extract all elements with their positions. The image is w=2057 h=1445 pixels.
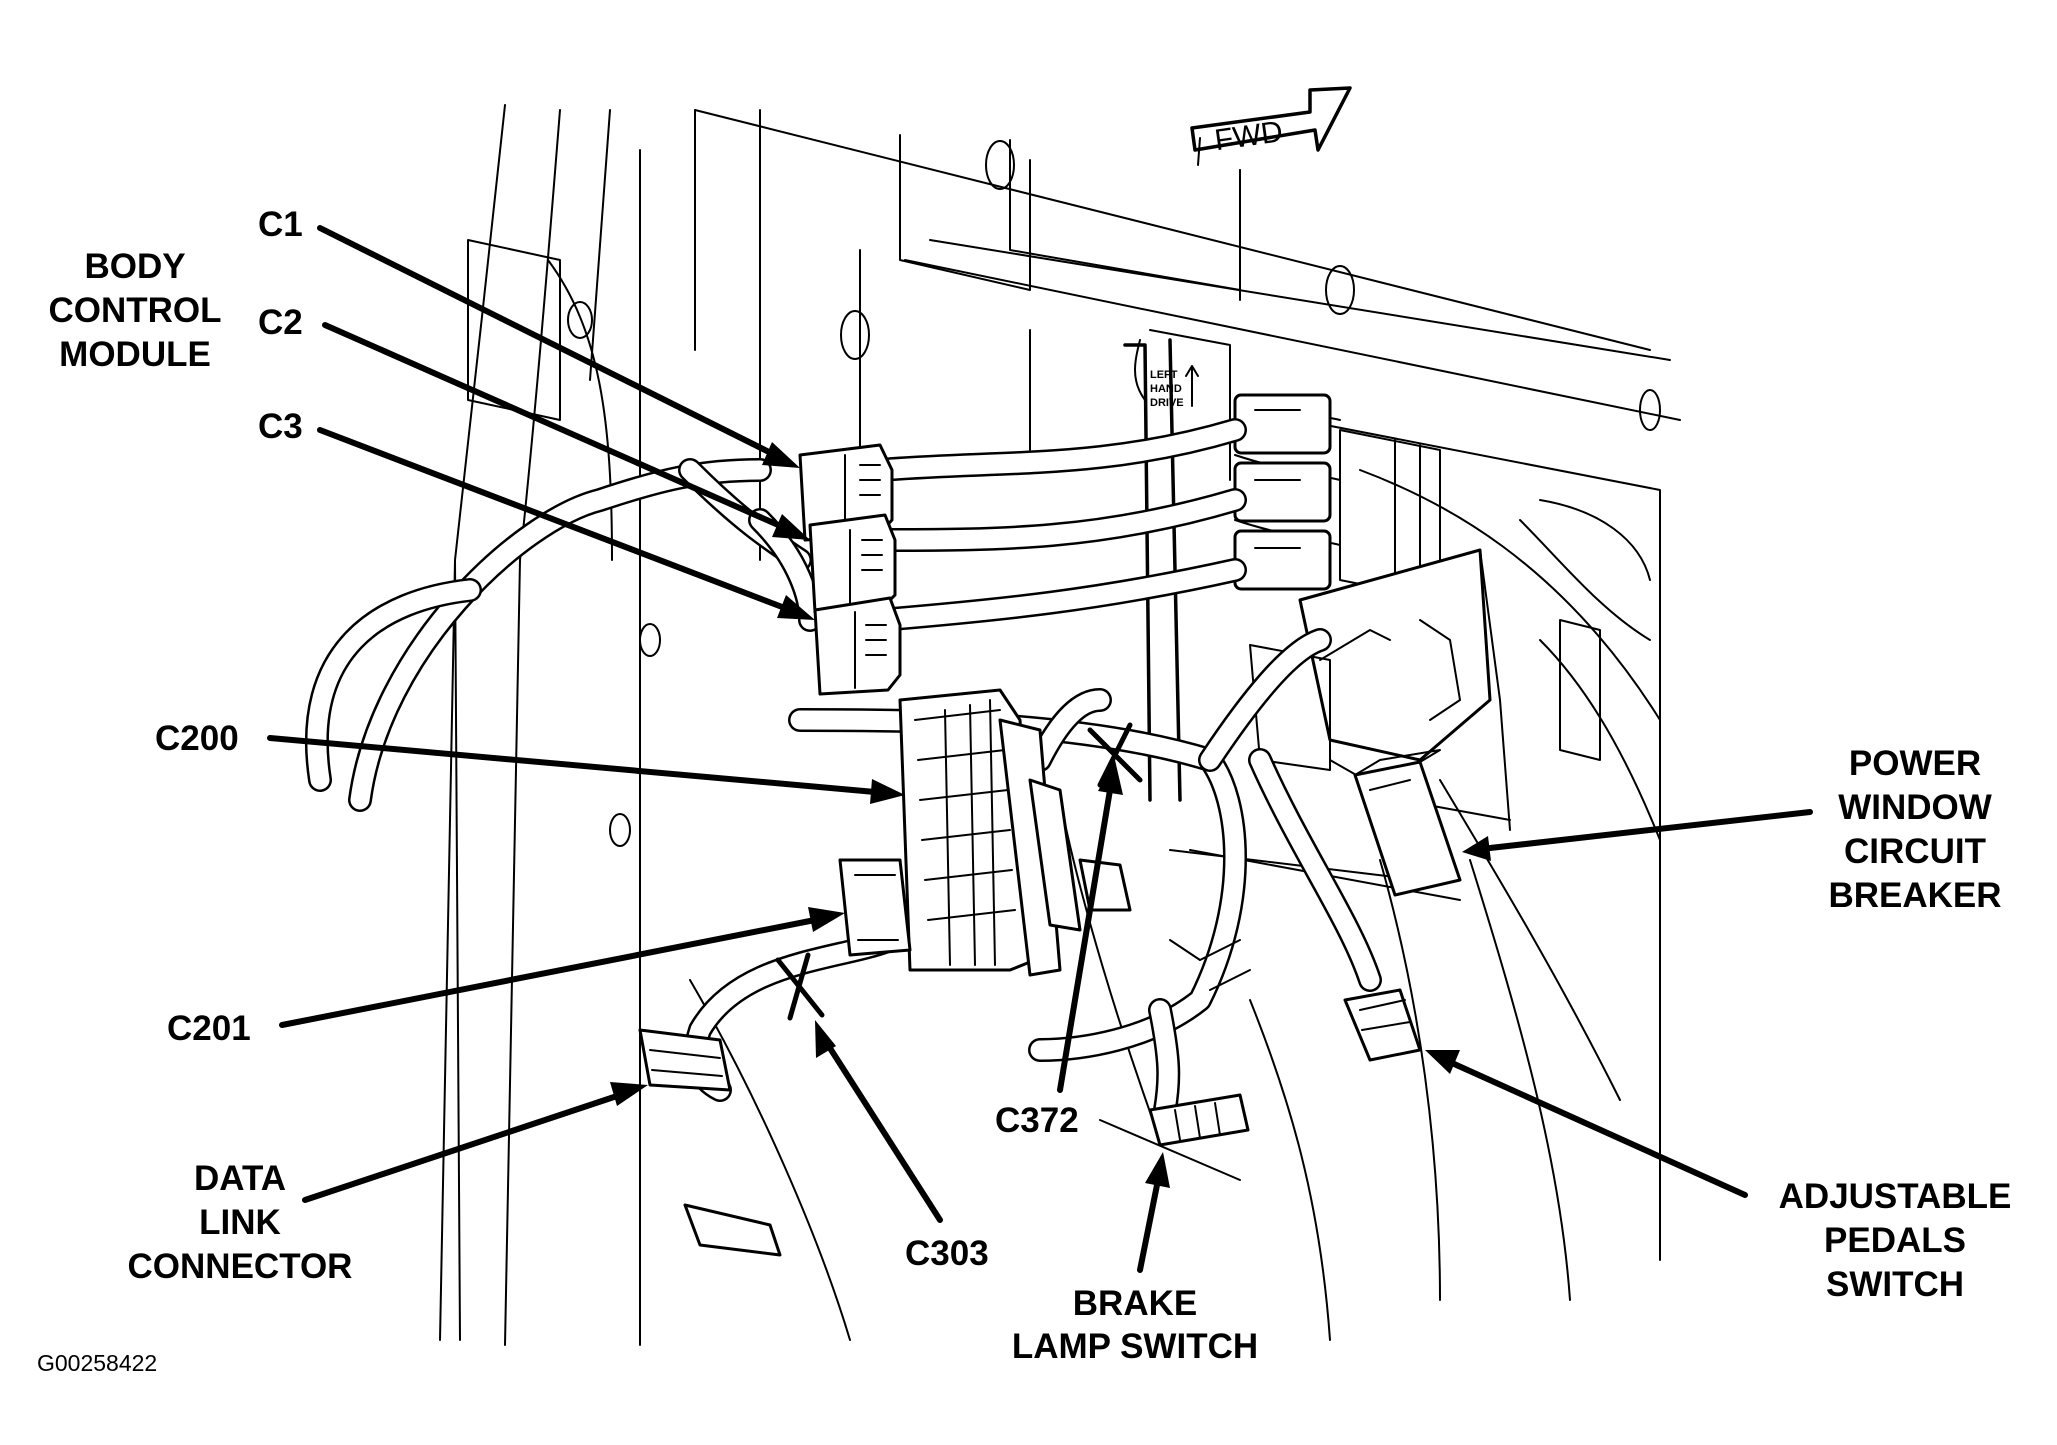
label-data-link-connector-line2: LINK bbox=[199, 1203, 281, 1242]
leader-data-link-connector bbox=[302, 1092, 623, 1203]
fwd-stamp: FWD bbox=[1213, 115, 1285, 157]
leader-c1 bbox=[317, 225, 778, 458]
label-brake-lamp-switch-line2: LAMP SWITCH bbox=[1012, 1327, 1258, 1366]
label-c2: C2 bbox=[258, 303, 303, 342]
label-power-window-circuit-breaker-line3: CIRCUIT bbox=[1844, 832, 1986, 871]
label-brake-lamp-switch-line1: BRAKE bbox=[1073, 1284, 1197, 1323]
leader-c303 bbox=[825, 1042, 943, 1223]
label-c372: C372 bbox=[995, 1101, 1079, 1140]
leader-c3 bbox=[317, 427, 793, 613]
label-power-window-circuit-breaker-line1: POWER bbox=[1849, 744, 1981, 783]
leader-adjustable-pedals-switch bbox=[1449, 1060, 1748, 1198]
label-body-control-module-line2: CONTROL bbox=[48, 291, 221, 330]
right-connector-stack bbox=[1189, 393, 1511, 901]
label-data-link-connector-line3: CONNECTOR bbox=[128, 1247, 353, 1286]
leader-c372 bbox=[1057, 787, 1113, 1093]
leader-brake-lamp-switch bbox=[1137, 1177, 1161, 1273]
label-data-link-connector-line1: DATA bbox=[194, 1159, 286, 1198]
label-adjustable-pedals-switch-line3: SWITCH bbox=[1826, 1265, 1964, 1304]
label-power-window-circuit-breaker-line2: WINDOW bbox=[1838, 788, 1992, 827]
leader-c2 bbox=[322, 322, 788, 531]
svg-text:DRIVE: DRIVE bbox=[1150, 397, 1184, 409]
callout-labels: BODY CONTROL MODULE C1 C2 C3 C200 C201 D… bbox=[37, 205, 2011, 1376]
label-power-window-circuit-breaker-line4: BREAKER bbox=[1828, 876, 2001, 915]
left-hand-drive-marking: LEFT HAND DRIVE bbox=[1150, 365, 1199, 409]
svg-text:LEFT: LEFT bbox=[1150, 369, 1178, 381]
label-c1: C1 bbox=[258, 205, 303, 244]
svg-text:HAND: HAND bbox=[1150, 383, 1182, 395]
label-adjustable-pedals-switch-line2: PEDALS bbox=[1824, 1221, 1966, 1260]
leader-power-window-circuit-breaker bbox=[1487, 809, 1813, 851]
leader-c201 bbox=[279, 917, 818, 1028]
data-link-connector-part bbox=[638, 1028, 732, 1092]
adjustable-pedals-switch-part bbox=[1343, 988, 1422, 1062]
vehicle-structure-line-art bbox=[439, 104, 1681, 1346]
bcm-connector-c1-c2-c3 bbox=[798, 443, 902, 696]
label-adjustable-pedals-switch-line1: ADJUSTABLE bbox=[1779, 1177, 2012, 1216]
label-c201: C201 bbox=[167, 1009, 251, 1048]
c200-c201-junction-block bbox=[838, 688, 1132, 977]
leader-c200 bbox=[267, 735, 878, 795]
forward-direction-arrow: FWD bbox=[1190, 86, 1352, 166]
x-marks bbox=[775, 722, 1143, 1021]
figure-id: G00258422 bbox=[37, 1350, 157, 1376]
leader-lines bbox=[267, 225, 1813, 1273]
power-window-circuit-breaker-part bbox=[1353, 749, 1462, 897]
label-c303: C303 bbox=[905, 1234, 989, 1273]
label-body-control-module-line1: BODY bbox=[84, 247, 185, 286]
label-c200: C200 bbox=[155, 719, 239, 758]
brake-lamp-switch-part bbox=[1148, 1093, 1250, 1147]
label-body-control-module-line3: MODULE bbox=[59, 335, 211, 374]
label-c3: C3 bbox=[258, 407, 303, 446]
